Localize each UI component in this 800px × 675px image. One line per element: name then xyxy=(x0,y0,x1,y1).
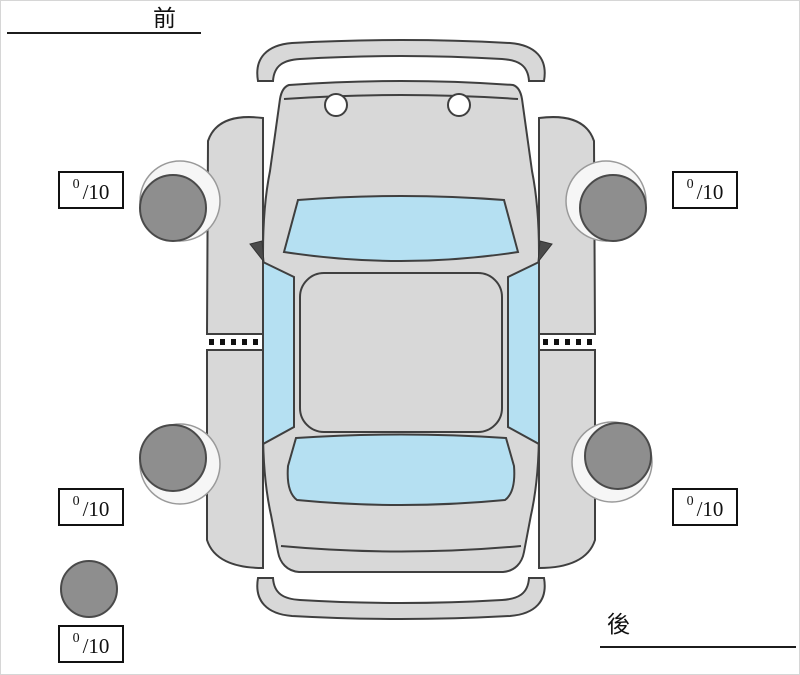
left-side-mirror xyxy=(249,240,265,264)
tread-max: /10 xyxy=(82,634,110,658)
tread-max: /10 xyxy=(82,180,110,204)
tread-score-rear-left: 0 /10 xyxy=(58,488,124,526)
rear-bumper xyxy=(256,577,546,620)
tread-score-spare: 0 /10 xyxy=(58,625,124,663)
rear-left-tire xyxy=(139,424,207,492)
trunk-lid-line xyxy=(280,545,522,553)
rear-right-tire xyxy=(584,422,652,490)
tread-max: /10 xyxy=(696,180,724,204)
right-door-glass xyxy=(507,260,540,446)
spare-tire xyxy=(60,560,118,618)
tread-max: /10 xyxy=(696,497,724,521)
rear-orientation-label: 後 xyxy=(607,611,630,637)
hood-front-edge-line xyxy=(283,94,519,100)
front-label-text: 前 xyxy=(153,5,176,31)
rear-left-door-panel xyxy=(206,349,264,570)
front-bumper xyxy=(256,39,546,82)
roof-panel xyxy=(299,272,503,433)
front-left-door-panel xyxy=(205,116,264,335)
front-right-tire xyxy=(579,174,647,242)
tread-score-front-right: 0 /10 xyxy=(672,171,738,209)
left-door-glass xyxy=(262,260,295,446)
rear-window-glass xyxy=(286,433,516,506)
front-left-tire xyxy=(139,174,207,242)
front-underline xyxy=(7,32,201,34)
rear-underline xyxy=(600,646,796,648)
tread-value: 0 xyxy=(72,494,80,509)
tread-value: 0 xyxy=(686,177,694,192)
hood-detail-circle-left xyxy=(324,93,348,117)
hood-detail-circle-right xyxy=(447,93,471,117)
rear-label-text: 後 xyxy=(607,611,630,637)
tread-value: 0 xyxy=(686,494,694,509)
right-side-mirror xyxy=(537,240,553,264)
windshield-glass xyxy=(282,195,520,262)
tread-score-front-left: 0 /10 xyxy=(58,171,124,209)
front-orientation-label: 前 xyxy=(153,5,176,31)
rear-right-door-panel xyxy=(538,349,596,570)
tread-value: 0 xyxy=(72,631,80,646)
tread-score-rear-right: 0 /10 xyxy=(672,488,738,526)
tread-value: 0 xyxy=(72,177,80,192)
tread-max: /10 xyxy=(82,497,110,521)
